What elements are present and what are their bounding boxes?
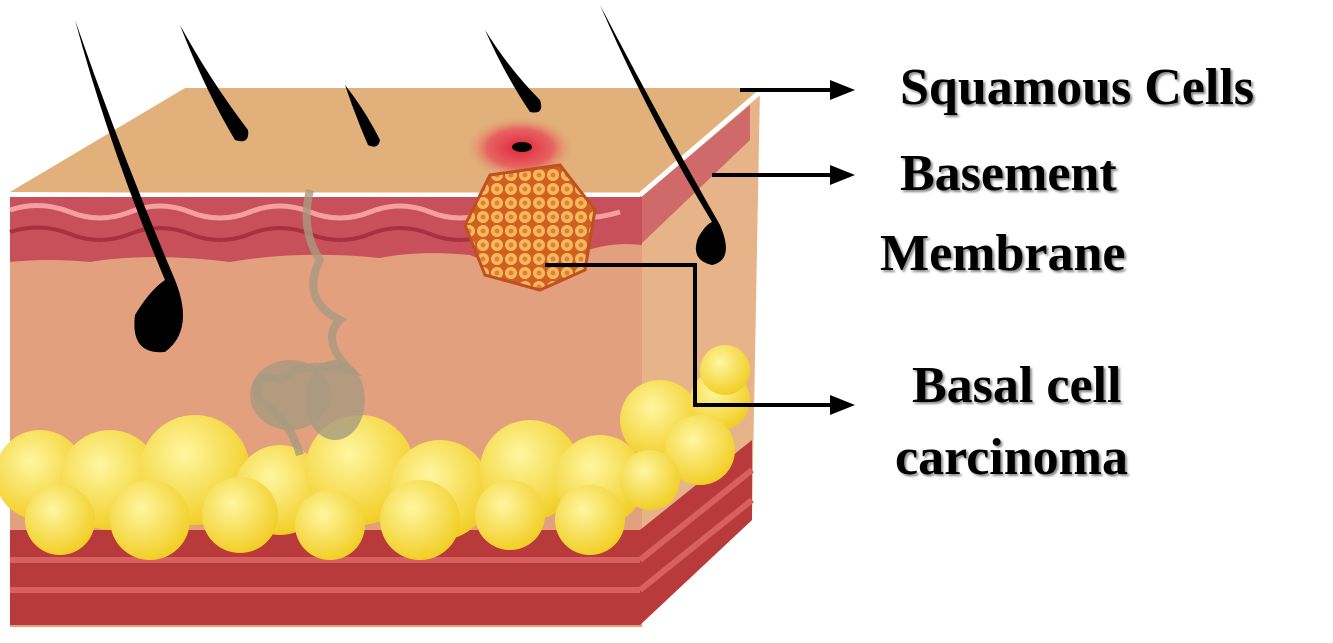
label-membrane: Membrane — [880, 225, 1126, 282]
label-squamous-cells: Squamous Cells — [900, 59, 1254, 116]
fat-cell — [620, 450, 680, 510]
skin-surface — [10, 88, 760, 195]
label-basement: Basement — [900, 145, 1117, 202]
fat-cell — [555, 485, 625, 555]
fat-cell — [475, 480, 545, 550]
label-connectors — [545, 88, 835, 407]
label-basal-cell: Basal cell — [912, 357, 1122, 414]
hairs — [75, 5, 726, 353]
arrowheads — [830, 80, 855, 415]
fat-cell — [700, 345, 750, 395]
basal-cell-carcinoma — [463, 163, 597, 292]
fat-cell — [110, 480, 190, 560]
fat-cell — [202, 477, 278, 553]
fat-layer — [0, 345, 750, 560]
muscle-layer — [10, 440, 752, 625]
fat-cell — [665, 415, 735, 485]
fat-cell — [380, 480, 460, 560]
fat-cell — [25, 485, 95, 555]
fat-cell — [295, 490, 365, 560]
label-carcinoma: carcinoma — [895, 429, 1128, 486]
